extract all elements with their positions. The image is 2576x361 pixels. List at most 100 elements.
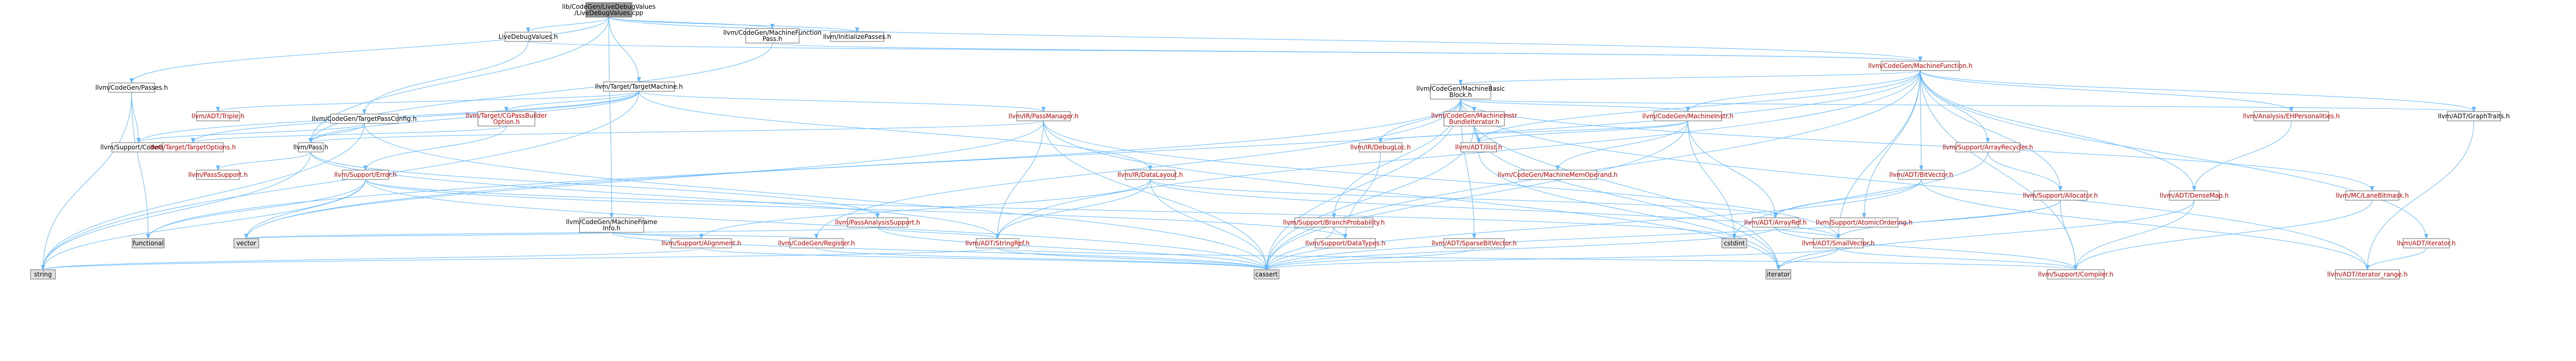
node-iterator[interactable]: iterator <box>1766 269 1791 280</box>
node-label: llvm/CodeGen/MachineFrame <box>566 218 657 226</box>
node-arrayref[interactable]: llvm/ADT/ArrayRef.h <box>1744 217 1807 228</box>
node-cassert[interactable]: cassert <box>1254 269 1279 280</box>
node-eh-pers[interactable]: llvm/Analysis/EHPersonalities.h <box>2243 111 2340 121</box>
include-edge <box>1775 227 1841 239</box>
include-edge <box>1264 120 1688 270</box>
node-box <box>342 170 389 180</box>
node-box <box>1315 238 1376 248</box>
include-edge <box>244 179 366 239</box>
node-densemap[interactable]: llvm/ADT/DenseMap.h <box>2160 190 2229 201</box>
node-mf-h[interactable]: llvm/CodeGen/MachineFunction.h <box>1868 61 1972 71</box>
include-edge <box>1920 70 2197 191</box>
node-alignment[interactable]: llvm/Support/Alignment.h <box>662 238 742 248</box>
node-mmo[interactable]: llvm/CodeGen/MachineMemOperand.h <box>1498 170 1618 180</box>
node-graph-traits[interactable]: llvm/ADT/GraphTraits.h <box>2438 111 2510 121</box>
include-edge <box>2365 247 2427 270</box>
include-edge <box>814 99 1461 239</box>
node-pass-h[interactable]: llvm/Pass.h <box>293 142 328 152</box>
node-box <box>1955 142 2020 152</box>
node-ilist[interactable]: llvm/ADT/ilist.h <box>1455 142 1502 152</box>
node-box <box>1518 170 1597 180</box>
node-stringref[interactable]: llvm/ADT/StringRef.h <box>965 238 1030 248</box>
node-box <box>579 217 644 233</box>
node-box <box>233 238 259 248</box>
include-edge <box>245 227 878 239</box>
include-edge <box>131 92 150 239</box>
node-register[interactable]: llvm/CodeGen/Register.h <box>778 238 855 248</box>
include-edge <box>1043 120 1781 270</box>
include-edge <box>362 41 529 115</box>
node-triple[interactable]: llvm/ADT/Triple.h <box>192 111 245 121</box>
node-box <box>298 142 324 152</box>
include-edge <box>1555 120 1688 171</box>
node-vector[interactable]: vector <box>233 238 259 248</box>
node-target-machine[interactable]: llvm/Target/TargetMachine.h <box>595 81 683 92</box>
node-box <box>585 2 633 18</box>
node-recycler[interactable]: llvm/Support/ArrayRecycler.h <box>1942 142 2033 152</box>
include-edge <box>526 17 609 33</box>
node-box <box>196 111 240 121</box>
node-bpp[interactable]: llvm/Support/BranchProbability.h <box>1283 217 1385 228</box>
include-edge <box>363 126 507 171</box>
node-box <box>2254 111 2329 121</box>
node-label: llvm/Support/CodeGen.h <box>101 144 177 151</box>
node-pas[interactable]: llvm/PassAnalysisSupport.h <box>835 217 920 228</box>
node-label: llvm/Analysis/EHPersonalities.h <box>2243 113 2340 120</box>
include-edge <box>1264 247 1475 270</box>
include-edge <box>1775 227 2078 270</box>
node-sparse-bitvec[interactable]: llvm/ADT/SparseBitVector.h <box>1432 238 1517 248</box>
node-label: llvm/IR/PassManager.h <box>1008 113 1078 120</box>
node-passes-h[interactable]: llvm/CodeGen/Passes.h <box>95 82 168 93</box>
include-edge <box>1920 70 2476 112</box>
node-data-layout[interactable]: llvm/IR/DataLayout.h <box>1117 170 1183 180</box>
node-datatypes[interactable]: llvm/Support/DataTypes.h <box>1305 238 1386 248</box>
node-label: llvm/Target/CGPassBuilder <box>466 112 547 119</box>
include-edge <box>1836 70 1921 239</box>
node-cstdint[interactable]: cstdint <box>1721 238 1747 248</box>
node-label: llvm/Target/TargetMachine.h <box>595 83 682 90</box>
include-edge <box>2060 200 2078 270</box>
node-debugloc[interactable]: llvm/IR/DebugLoc.h <box>1350 142 1411 152</box>
node-target-options[interactable]: llvm/Target/TargetOptions.h <box>150 142 236 152</box>
include-edge <box>1838 247 2078 270</box>
include-edge <box>611 232 704 239</box>
node-box <box>1813 238 1863 248</box>
node-label: llvm/Support/AtomicOrdering.h <box>1816 219 1913 226</box>
node-support-codegen[interactable]: llvm/Support/CodeGen.h <box>101 142 177 152</box>
include-edge <box>1776 247 1839 270</box>
node-bitvector[interactable]: llvm/ADT/BitVector.h <box>1889 170 1953 180</box>
include-edge <box>1264 227 1334 270</box>
include-edge <box>40 92 132 270</box>
node-ldv-h[interactable]: LiveDebugValues.h <box>499 32 558 42</box>
node-box <box>162 142 224 152</box>
node-minstr[interactable]: llvm/CodeGen/MachineInstr.h <box>1642 111 1733 121</box>
node-support-error[interactable]: llvm/Support/Error.h <box>334 170 397 180</box>
node-smallvector[interactable]: llvm/ADT/SmallVector.h <box>1802 238 1875 248</box>
node-label: llvm/ADT/BitVector.h <box>1889 171 1953 178</box>
include-edge <box>1264 99 1461 270</box>
node-init-passes[interactable]: llvm/InitializePasses.h <box>823 32 891 42</box>
node-compiler[interactable]: llvm/Support/Compiler.h <box>2038 269 2113 280</box>
include-edge <box>1460 99 2370 270</box>
include-edge <box>136 123 365 143</box>
include-edge <box>1264 227 1776 270</box>
node-functional[interactable]: functional <box>132 238 165 248</box>
include-edge <box>1264 179 1922 270</box>
include-edge <box>1150 179 1777 218</box>
node-pass-support[interactable]: llvm/PassSupport.h <box>188 170 248 180</box>
node-atomic-ord[interactable]: llvm/Support/AtomicOrdering.h <box>1816 217 1913 228</box>
node-string[interactable]: string <box>30 269 56 280</box>
node-label: BundleIterator.h <box>1449 118 1499 126</box>
include-edge <box>2073 200 2195 270</box>
node-iter-range[interactable]: llvm/ADT/iterator_range.h <box>2327 269 2408 280</box>
node-pass-manager[interactable]: llvm/IR/PassManager.h <box>1008 111 1078 121</box>
node-tpc-h[interactable]: llvm/CodeGen/TargetPassConfig.h <box>312 114 417 124</box>
node-mibi[interactable]: llvm/CodeGen/MachineInstrBundleIterator.… <box>1431 111 1517 127</box>
node-alloc[interactable]: llvm/Support/Allocator.h <box>2023 190 2098 201</box>
node-lanebitmask[interactable]: llvm/MC/LaneBitmask.h <box>2336 190 2409 201</box>
node-iterator-h[interactable]: llvm/ADT/iterator.h <box>2397 238 2456 248</box>
